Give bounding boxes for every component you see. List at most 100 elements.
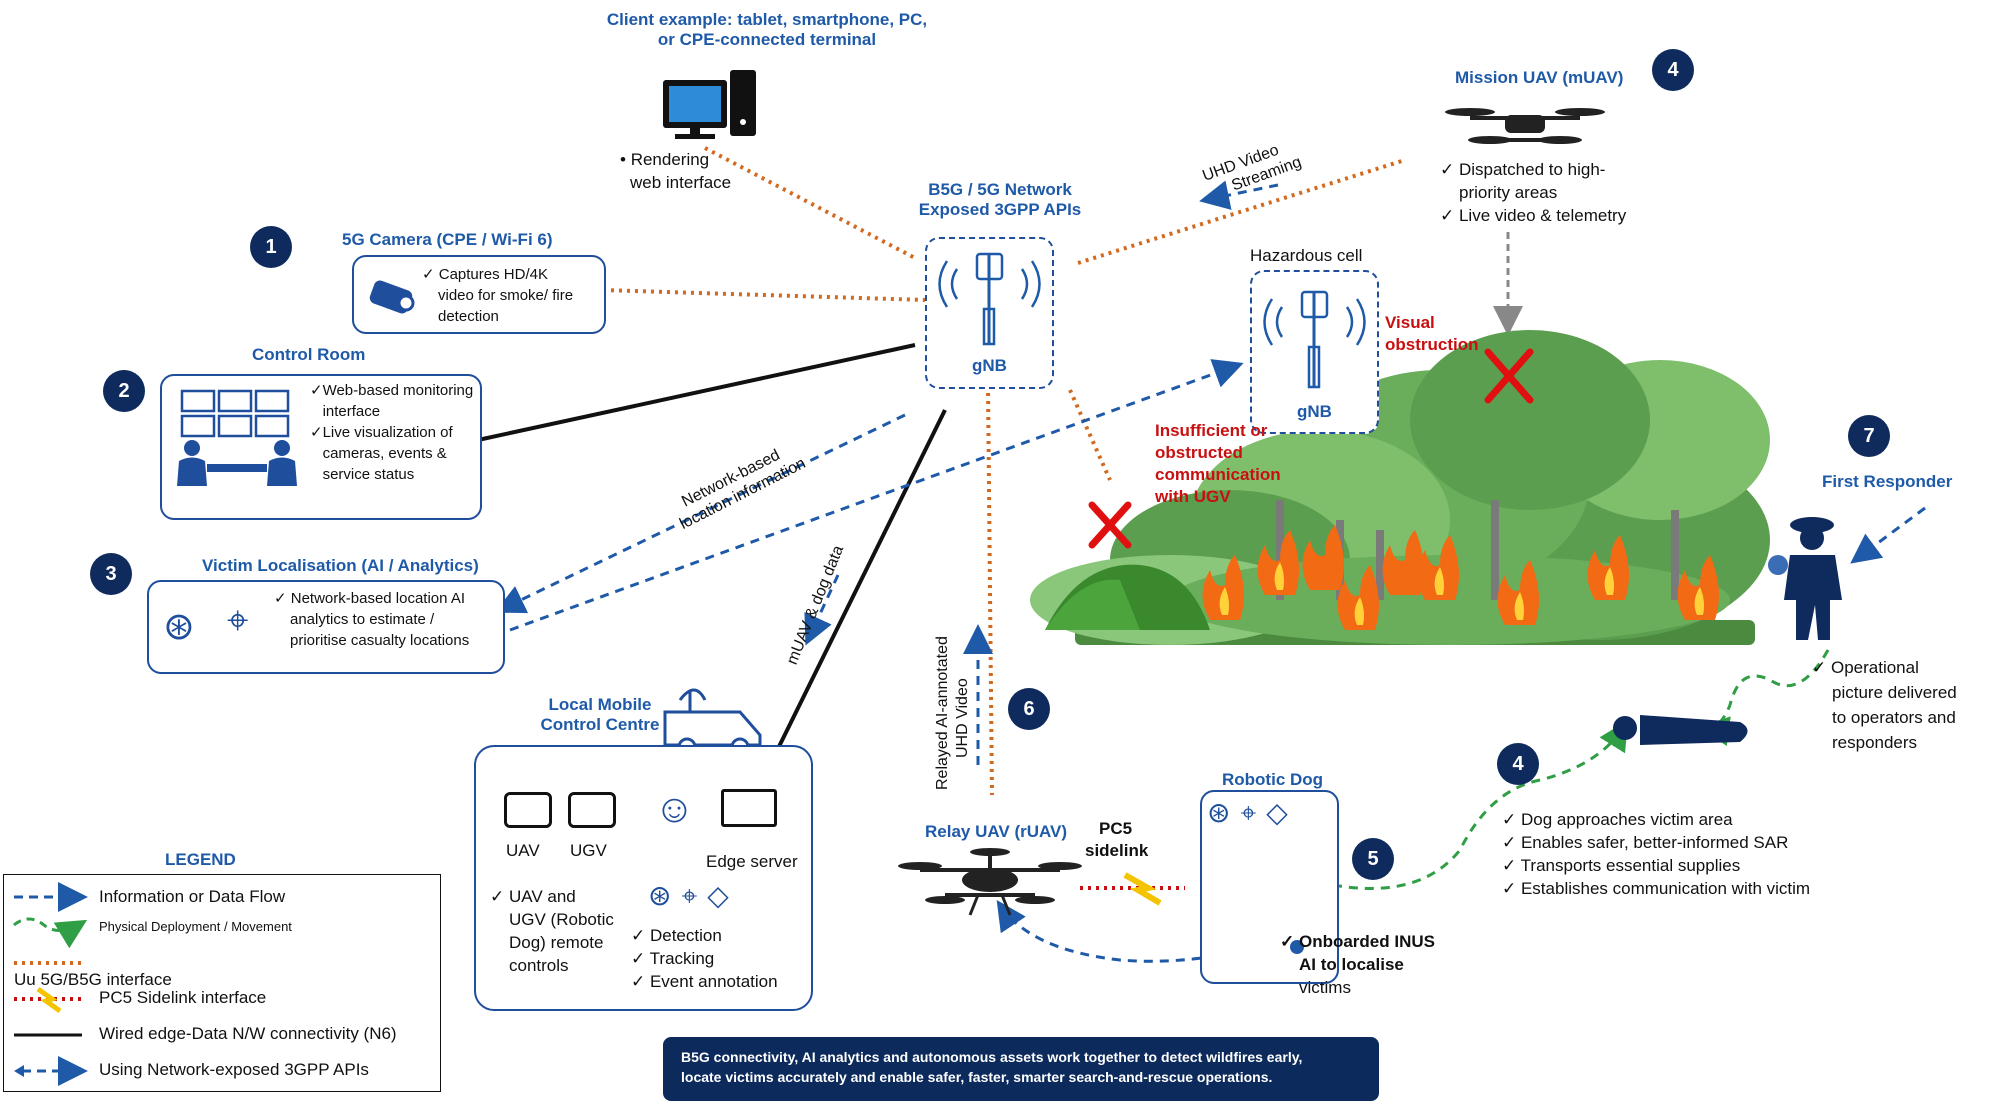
computer-icon bbox=[663, 70, 756, 139]
camera-text: Captures HD/4K video for smoke/ fire det… bbox=[422, 264, 573, 327]
client-bullet-line2: web interface bbox=[630, 173, 732, 192]
control-room-title: Control Room bbox=[252, 345, 366, 364]
dog-capability-icons: ⊛⌖◇ bbox=[1207, 797, 1298, 828]
fire-inner bbox=[1219, 562, 1704, 625]
visual-line1: Visual bbox=[1385, 313, 1435, 332]
mobile-centre-title: Local Mobile Control Centre bbox=[530, 695, 670, 735]
control-room-icon bbox=[177, 389, 297, 486]
legend-box: Information or Data Flow Physical Deploy… bbox=[3, 874, 441, 1092]
network-gnb-label: gNB bbox=[972, 356, 1007, 375]
legend-item: Using Network-exposed 3GPP APIs bbox=[99, 1060, 369, 1079]
ugv-controller-icon bbox=[568, 792, 616, 828]
client-title-line1: Client example: tablet, smartphone, PC, bbox=[606, 10, 928, 29]
muav-item1-line2: priority areas bbox=[1459, 183, 1558, 202]
summary-banner: B5G connectivity, AI analytics and auton… bbox=[663, 1037, 1379, 1101]
hazard-cell-title: Hazardous cell bbox=[1250, 246, 1363, 265]
camera-box: Captures HD/4K video for smoke/ fire det… bbox=[352, 255, 606, 334]
insufficient-line4: with UGV bbox=[1155, 487, 1231, 506]
control-room-item: Web-based monitoring interface bbox=[322, 382, 474, 420]
muav-item2: Live video & telemetry bbox=[1458, 206, 1627, 225]
mobile-centre-box: UAV UGV ☺ Edge server UAV and UGV (Robot… bbox=[474, 745, 813, 1011]
victim-text-line1: Network-based location AI bbox=[290, 590, 466, 607]
first-responder-icon bbox=[1768, 517, 1842, 640]
insufficient-comm-label: Insufficient or obstructed communication… bbox=[1155, 420, 1281, 508]
client-bullet: • Rendering web interface bbox=[620, 150, 732, 192]
insufficient-line1: Insufficient or bbox=[1155, 421, 1268, 440]
network-gnb-box: gNB bbox=[925, 237, 1054, 389]
responder-line4: responders bbox=[1832, 733, 1918, 752]
dog-origin-dot bbox=[1290, 940, 1304, 954]
ugv-label: UGV bbox=[570, 841, 607, 860]
camera-title: 5G Camera (CPE / Wi-Fi 6) bbox=[342, 230, 553, 249]
mobile-title-line1: Local Mobile bbox=[548, 695, 652, 714]
dog-task-item: Dog approaches victim area bbox=[1520, 810, 1733, 829]
ai-function-icons: ⊛⌖◇ bbox=[648, 880, 739, 911]
mobile-title-line2: Control Centre bbox=[540, 715, 660, 734]
laptop-icon bbox=[721, 789, 777, 827]
control-room-item: Live visualization of cameras, events & … bbox=[322, 424, 453, 483]
pc5-line1: PC5 bbox=[1099, 819, 1133, 838]
robotic-dog-box: ⊛⌖◇ bbox=[1200, 790, 1339, 984]
control-room-items: Web-based monitoring interface Live visu… bbox=[310, 380, 475, 485]
relay-video-line1: Relayed AI-annotated bbox=[934, 636, 951, 790]
mission-drone-icon bbox=[1445, 108, 1605, 144]
onboard-line2: AI to localise bbox=[1299, 955, 1404, 974]
badge-4-muav: 4 bbox=[1652, 49, 1694, 91]
banner-line1: B5G connectivity, AI analytics and auton… bbox=[681, 1049, 1303, 1065]
camera-text-line3: detection bbox=[438, 308, 499, 325]
responder-line3: to operators and bbox=[1832, 708, 1956, 727]
badge-6: 6 bbox=[1008, 688, 1050, 730]
responder-title: First Responder bbox=[1822, 472, 1953, 491]
legend-title: LEGEND bbox=[165, 850, 236, 869]
relay-title: Relay UAV (rUAV) bbox=[925, 822, 1068, 841]
edge-function-item: Tracking bbox=[649, 949, 715, 968]
badge-3: 3 bbox=[90, 553, 132, 595]
badge-4-dog: 4 bbox=[1497, 743, 1539, 785]
legend-item: Information or Data Flow bbox=[99, 887, 286, 906]
victim-text-line2: analytics to estimate / bbox=[290, 611, 435, 628]
uav-label: UAV bbox=[506, 841, 540, 860]
badge-2: 2 bbox=[103, 370, 145, 412]
badge-5: 5 bbox=[1352, 838, 1394, 880]
client-title-line2: or CPE-connected terminal bbox=[657, 30, 877, 49]
dog-task-item: Enables safer, better-informed SAR bbox=[1520, 833, 1789, 852]
client-title: Client example: tablet, smartphone, PC, … bbox=[597, 10, 937, 50]
insufficient-line3: communication bbox=[1155, 465, 1281, 484]
controls-line3: Dog) remote bbox=[509, 933, 604, 952]
responder-line1: Operational bbox=[1830, 658, 1919, 677]
victim-text-line3: prioritise casualty locations bbox=[290, 632, 470, 649]
map-pin-icon: ⌖ bbox=[227, 600, 249, 642]
legend-item: Physical Deployment / Movement bbox=[99, 919, 292, 934]
fire-icons bbox=[1202, 525, 1719, 630]
brain-icon: ⊛ bbox=[163, 606, 195, 648]
network-title-line2: Exposed 3GPP APIs bbox=[918, 200, 1082, 219]
controls-line2: UGV (Robotic bbox=[509, 910, 614, 929]
edge-functions-list: Detection Tracking Event annotation bbox=[631, 924, 778, 993]
red-x-marks bbox=[1088, 348, 1534, 549]
legend-item: PC5 Sidelink interface bbox=[99, 988, 267, 1007]
victim-icon bbox=[1613, 715, 1748, 745]
edge-server-label: Edge server bbox=[706, 852, 798, 871]
dog-task-item: Transports essential supplies bbox=[1520, 856, 1741, 875]
camera-text-line2: video for smoke/ fire bbox=[438, 287, 574, 304]
legend-item: Wired edge-Data N/W connectivity (N6) bbox=[99, 1024, 397, 1043]
control-room-box: Web-based monitoring interface Live visu… bbox=[160, 374, 482, 520]
data-flow-lines bbox=[494, 180, 1926, 963]
responder-line2: picture delivered bbox=[1832, 683, 1957, 702]
victim-box: ⊛ ⌖ Network-based location AI analytics … bbox=[147, 580, 505, 674]
antenna-tower-icon bbox=[938, 252, 1041, 346]
muav-item1-line1: Dispatched to high- bbox=[1458, 160, 1606, 179]
client-bullet-line1: Rendering bbox=[630, 150, 710, 169]
muav-title: Mission UAV (mUAV) bbox=[1455, 68, 1624, 87]
pc5-label: PC5 sidelink bbox=[1085, 818, 1148, 862]
badge-7: 7 bbox=[1848, 415, 1890, 457]
legend-symbols bbox=[13, 882, 88, 1086]
legend-item: Uu 5G/B5G interface bbox=[14, 970, 172, 989]
insufficient-line2: obstructed bbox=[1155, 443, 1243, 462]
muav-text: Dispatched to high- priority areas Live … bbox=[1440, 158, 1626, 227]
operator-icon: ☺ bbox=[654, 787, 695, 831]
uu-interface-lines bbox=[602, 146, 1406, 796]
camera-icon bbox=[369, 280, 415, 314]
dog-task-list: Dog approaches victim area Enables safer… bbox=[1502, 808, 1810, 900]
